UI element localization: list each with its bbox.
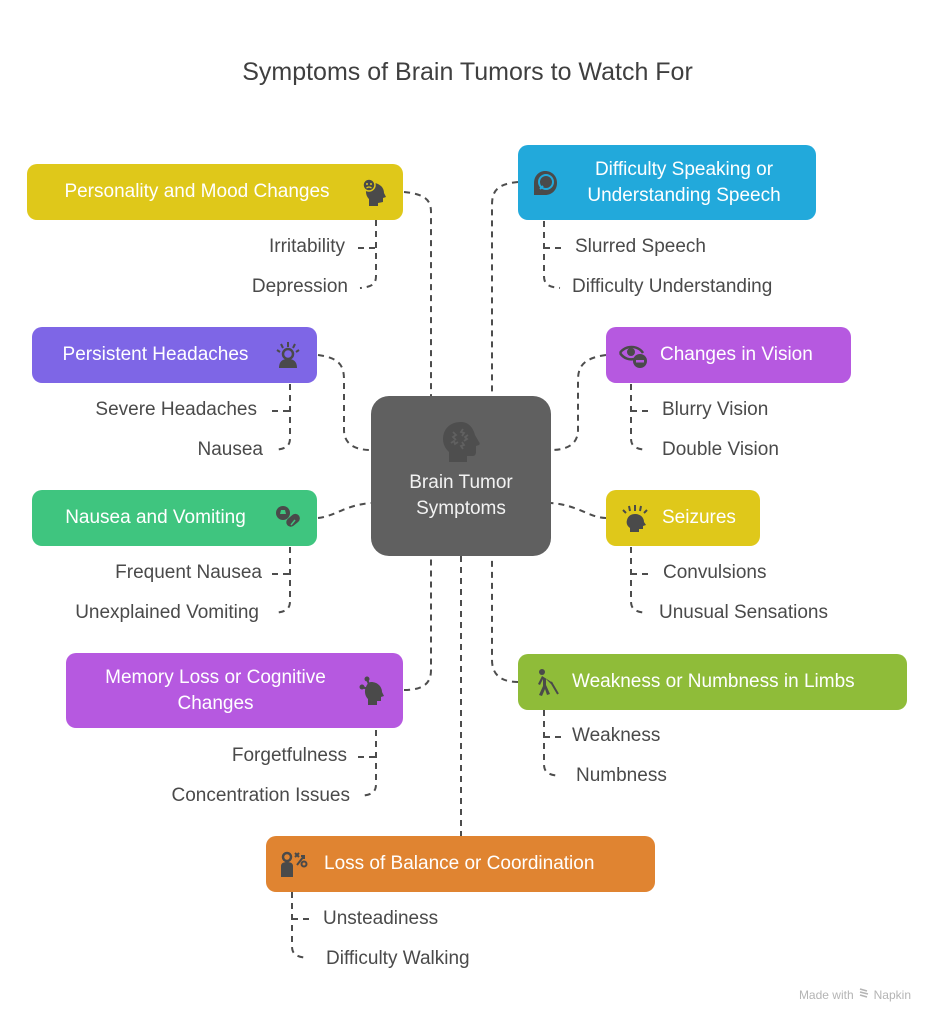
- bracket-headaches: [272, 384, 291, 451]
- subitem-difficulty-walking: Difficulty Walking: [326, 948, 470, 969]
- pills-icon: [271, 501, 305, 535]
- subitem-severe-headaches: Severe Headaches: [95, 399, 257, 420]
- category-headaches[interactable]: Persistent Headaches: [32, 327, 317, 383]
- cognitive-head-icon: [355, 674, 389, 708]
- eye-minus-icon: [616, 338, 650, 372]
- headache-person-icon: [271, 338, 305, 372]
- subitem-blurry-vision: Blurry Vision: [662, 399, 769, 420]
- bracket-limbs: [543, 710, 564, 777]
- center-label-line2: Symptoms: [416, 498, 506, 519]
- category-nausea-vomiting[interactable]: Nausea and Vomiting: [32, 490, 317, 546]
- bracket-speech: [543, 221, 564, 289]
- category-vision[interactable]: Changes in Vision: [606, 327, 851, 383]
- made-with-text: Made with: [798, 987, 854, 1002]
- category-label: Memory Loss or Cognitive Changes: [105, 666, 326, 714]
- link-seizures: [550, 502, 607, 519]
- diagram-title: Symptoms of Brain Tumors to Watch For: [242, 58, 693, 86]
- speech-bubble-icon: [528, 166, 562, 200]
- bracket-balance: [291, 892, 312, 959]
- subitem-weakness: Weakness: [572, 725, 661, 746]
- link-limbs: [491, 556, 519, 683]
- bracket-vision: [630, 384, 651, 451]
- category-label: Persistent Headaches: [62, 344, 249, 365]
- subitem-numbness: Numbness: [576, 765, 667, 786]
- person-cane-icon: [528, 665, 562, 699]
- bracket-personality: [358, 220, 377, 289]
- category-speech[interactable]: Difficulty Speaking or Understanding Spe…: [518, 145, 816, 220]
- subitem-depression: Depression: [251, 276, 348, 297]
- made-with-napkin[interactable]: Made with Napkin: [799, 987, 911, 1002]
- subitem-difficulty-understanding: Difficulty Understanding: [572, 276, 773, 297]
- category-label: Changes in Vision: [660, 344, 813, 365]
- center-label-line1: Brain Tumor: [409, 472, 513, 493]
- category-weakness-numbness[interactable]: Weakness or Numbness in Limbs: [518, 654, 907, 710]
- subitem-unsteadiness: Unsteadiness: [323, 908, 439, 929]
- category-balance-coordination[interactable]: Loss of Balance or Coordination: [266, 836, 655, 892]
- sad-head-icon: [357, 175, 391, 209]
- napkin-logo-icon: [858, 987, 870, 1002]
- subitem-unusual-sensations: Unusual Sensations: [659, 602, 828, 623]
- person-strategy-icon: [276, 847, 310, 881]
- category-seizures[interactable]: Seizures: [606, 490, 760, 546]
- subitem-double-vision: Double Vision: [662, 439, 779, 460]
- link-headaches: [317, 354, 372, 451]
- subitem-irritability: Irritability: [268, 236, 345, 257]
- subitem-forgetfulness: Forgetfulness: [231, 745, 347, 766]
- category-label: Personality and Mood Changes: [64, 181, 330, 202]
- category-label: Nausea and Vomiting: [65, 507, 246, 528]
- link-personality: [403, 191, 432, 396]
- category-label: Difficulty Speaking or Understanding Spe…: [587, 158, 781, 206]
- link-nausea: [317, 502, 372, 519]
- category-memory-cognitive[interactable]: Memory Loss or Cognitive Changes: [66, 653, 403, 728]
- center-node[interactable]: Brain Tumor Symptoms: [371, 396, 551, 556]
- brain-head-icon: [437, 418, 485, 466]
- category-personality-mood[interactable]: Personality and Mood Changes: [27, 164, 403, 220]
- subitem-concentration-issues: Concentration Issues: [171, 785, 351, 806]
- subitem-unexplained-vomiting: Unexplained Vomiting: [75, 602, 259, 623]
- link-memory: [403, 556, 432, 691]
- bracket-memory: [358, 730, 377, 797]
- bracket-seizures: [630, 547, 651, 614]
- subitem-convulsions: Convulsions: [663, 562, 767, 583]
- bracket-nausea: [272, 547, 291, 614]
- category-label: Seizures: [662, 507, 736, 528]
- category-label: Loss of Balance or Coordination: [324, 853, 595, 874]
- link-vision: [550, 354, 607, 451]
- subitem-nausea: Nausea: [197, 439, 264, 460]
- link-speech: [491, 181, 519, 396]
- seizure-head-icon: [618, 501, 652, 535]
- subitem-slurred-speech: Slurred Speech: [575, 236, 706, 257]
- napkin-brand-text: Napkin: [873, 987, 911, 1002]
- category-label: Weakness or Numbness in Limbs: [572, 671, 855, 692]
- subitem-frequent-nausea: Frequent Nausea: [115, 562, 262, 583]
